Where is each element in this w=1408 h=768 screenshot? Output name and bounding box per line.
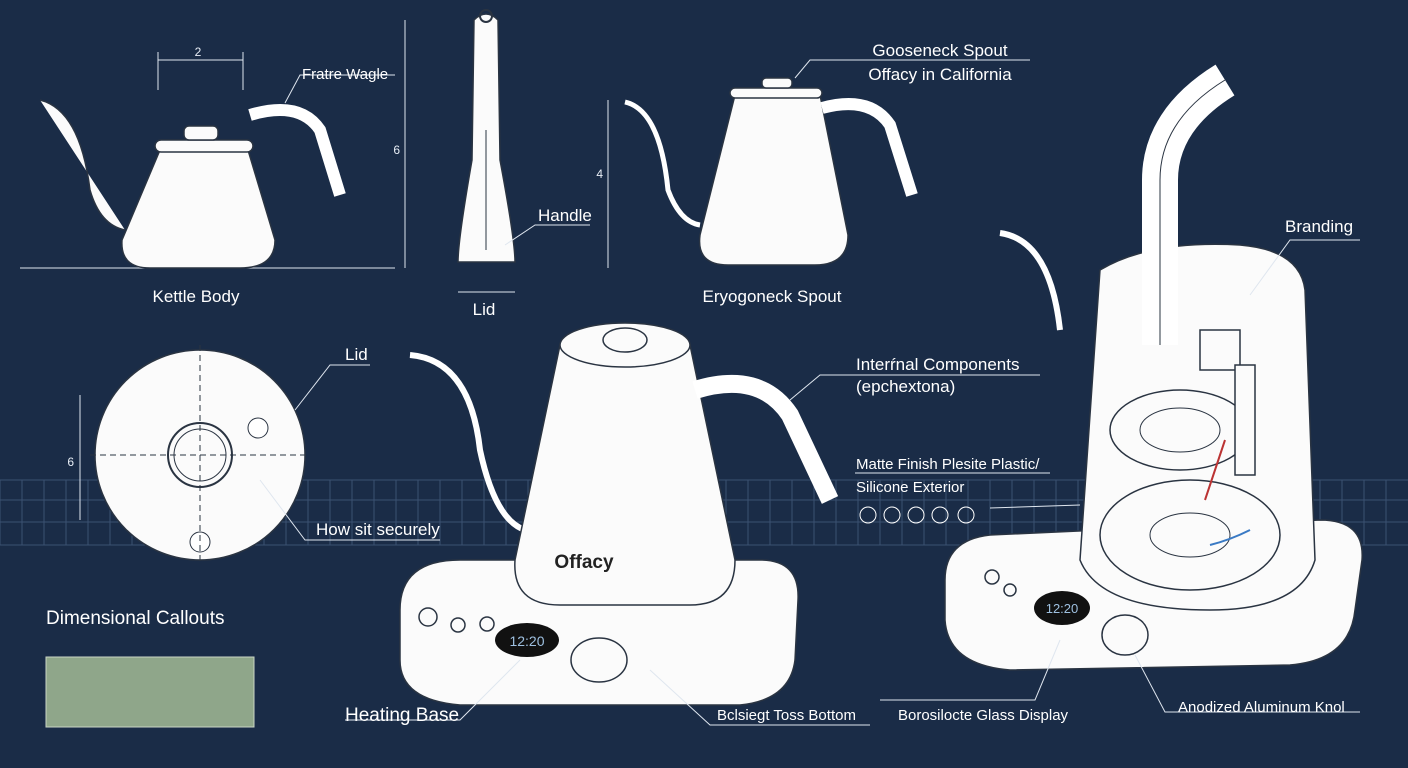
matte-line1: Matte Finish Plesite Plastic/	[856, 456, 1040, 473]
branding-label: Branding	[1285, 217, 1353, 236]
lid-label-side: Lid	[473, 300, 496, 319]
cutaway-kettle: 12:20 Branding Interŕnal Components (epc…	[789, 64, 1363, 724]
lid-top-view: 6 Lid How sit securely	[67, 345, 440, 565]
heating-base-label: Heating Base	[345, 705, 459, 726]
kettle-front-view: 4 Eryogoneck Spout Gooseneck Spout Offac…	[596, 41, 1030, 306]
matte-line2: Silicone Exterior	[856, 479, 964, 496]
base-display-text: 12:20	[509, 633, 544, 649]
internal-sub: (epchextona)	[856, 377, 955, 396]
legend-title: Dimensional Callouts	[46, 608, 224, 629]
knob-label: Anodized Aluminum Knol	[1178, 699, 1345, 716]
base-knob[interactable]	[570, 637, 628, 683]
kettle-body-label: Kettle Body	[153, 287, 240, 306]
brand-logo: Offacy	[554, 552, 614, 573]
feature-icon-4	[931, 506, 949, 524]
cutaway-display-text: 12:20	[1046, 601, 1079, 616]
internal-title: Interŕnal Components	[856, 355, 1019, 374]
lid-dim: 6	[67, 455, 74, 469]
dim-width: 2	[195, 45, 202, 59]
feature-icon-2	[883, 506, 901, 524]
dim-height-front: 4	[596, 167, 603, 181]
kettle-side-view: 2 Fratre Wagle Kettle Body	[20, 45, 395, 306]
gooseneck-title: Gooseneck Spout	[872, 41, 1007, 60]
main-kettle: Offacy 12:20 Heating Base Bclsiegt Toss …	[345, 322, 870, 726]
handle-label: Handle	[538, 206, 592, 225]
feature-icon-3	[907, 506, 925, 524]
gooseneck-sub: Offacy in California	[868, 65, 1012, 84]
feature-icons	[859, 506, 975, 524]
fratre-label: Fratre Wagle	[302, 66, 388, 83]
bottom-label: Bclsiegt Toss Bottom	[717, 707, 856, 724]
glass-label: Borosilocte Glass Display	[898, 707, 1069, 724]
secure-label: How sit securely	[316, 520, 440, 539]
handle-side-view: 6 Handle Lid	[393, 9, 592, 319]
feature-icon-5	[957, 506, 975, 524]
base-display	[495, 623, 559, 657]
dim-height-side: 6	[393, 143, 400, 157]
feature-icon-1	[859, 506, 877, 524]
legend-swatch	[45, 656, 255, 728]
lid-label: Lid	[345, 345, 368, 364]
eryogoneck-label: Eryogoneck Spout	[703, 287, 842, 306]
